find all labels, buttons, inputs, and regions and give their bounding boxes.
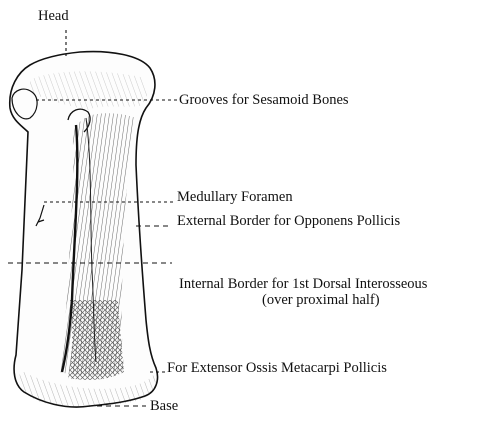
label-grooves: Grooves for Sesamoid Bones [179, 93, 349, 108]
label-extensor: For Extensor Ossis Metacarpi Pollicis [167, 361, 387, 376]
label-internal-border: Internal Border for 1st Dorsal Interosse… [179, 277, 427, 292]
label-head: Head [38, 9, 69, 24]
label-external-border: External Border for Opponens Pollicis [177, 214, 400, 229]
label-internal-border-note: (over proximal half) [262, 293, 380, 308]
base-crosshatch [68, 300, 124, 380]
label-base: Base [150, 399, 178, 414]
label-medullary-foramen: Medullary Foramen [177, 190, 293, 205]
